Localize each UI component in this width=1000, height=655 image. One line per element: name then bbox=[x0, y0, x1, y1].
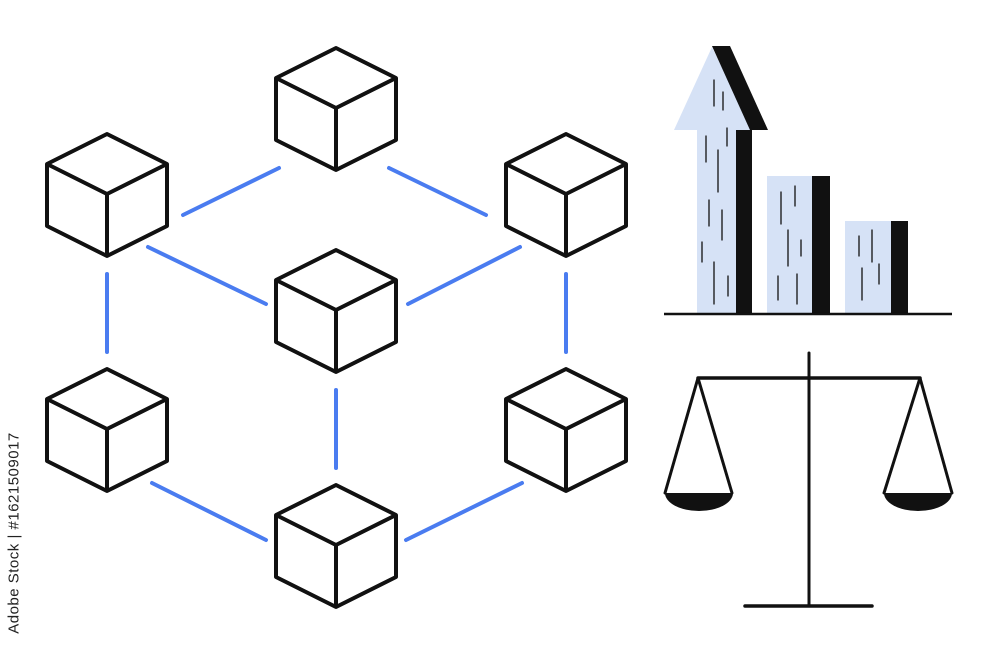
link-left-center bbox=[146, 245, 268, 306]
link-bottom-right bbox=[404, 481, 524, 542]
cube-upper-left bbox=[45, 132, 169, 258]
cube-lower-left bbox=[45, 367, 169, 493]
link-top-right bbox=[387, 166, 488, 217]
stock-id-watermark: Adobe Stock | #1621509017 bbox=[2, 415, 26, 650]
cube-top bbox=[274, 46, 398, 172]
cube-bottom bbox=[274, 483, 398, 609]
network-links bbox=[105, 166, 568, 542]
arrow-head-shadow bbox=[712, 46, 768, 130]
arrow-bar-fill bbox=[674, 47, 752, 314]
short-bar-fill bbox=[845, 221, 891, 314]
cube-upper-right bbox=[504, 132, 628, 258]
short-bar-shadow bbox=[891, 221, 908, 314]
left-pan bbox=[663, 376, 734, 511]
link-center-right bbox=[406, 245, 522, 306]
middle-bar-fill bbox=[767, 176, 812, 314]
cube-lower-right bbox=[504, 367, 628, 493]
stock-id-text: Adobe Stock | #1621509017 bbox=[5, 431, 23, 634]
middle-bar-shadow bbox=[812, 176, 830, 314]
link-bottom-left bbox=[150, 481, 268, 542]
arrow-bar-shadow bbox=[736, 130, 752, 314]
balance-scale-icon bbox=[663, 351, 954, 608]
right-pan bbox=[882, 376, 954, 511]
bar-texture-lines bbox=[701, 79, 880, 305]
link-top-left bbox=[181, 166, 281, 217]
growth-bar-chart-icon bbox=[664, 46, 952, 316]
cube-center bbox=[274, 248, 398, 374]
